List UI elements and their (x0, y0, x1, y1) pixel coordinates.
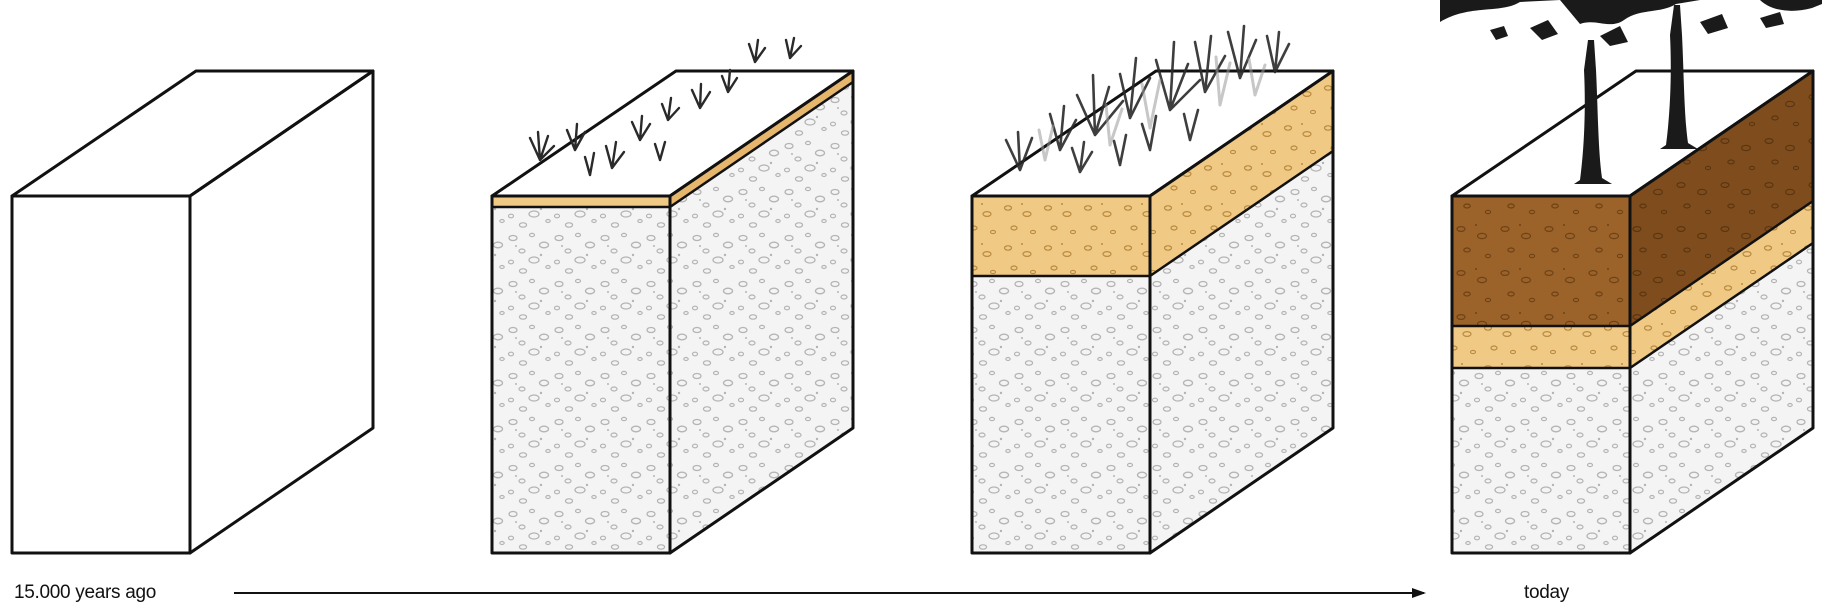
stage-4-block (1440, 0, 1822, 553)
stage-3-block (972, 26, 1333, 553)
timeline-end-label: today (1524, 582, 1569, 604)
stage-2-block (492, 38, 853, 553)
stage-4-front-light-horizon (1452, 326, 1630, 368)
stage-4-front-dark-horizon (1452, 196, 1630, 326)
stage-3-front-parent (972, 276, 1150, 553)
stage-1-top-face (12, 71, 373, 196)
stage-3-front-light-horizon (972, 196, 1150, 276)
stage-2-side-parent (670, 82, 853, 553)
stage-4-front-parent (1452, 368, 1630, 553)
stage-1-front-face (12, 196, 190, 553)
stage-1-block (12, 71, 373, 553)
tree-2-trunk (1660, 5, 1698, 149)
stage-2-front-parent (492, 207, 670, 553)
timeline-start-label: 15.000 years ago (14, 582, 156, 604)
stage-1-side-face (190, 71, 373, 553)
stage-2-front-light-horizon (492, 196, 670, 207)
tree-1-trunk (1574, 40, 1612, 184)
